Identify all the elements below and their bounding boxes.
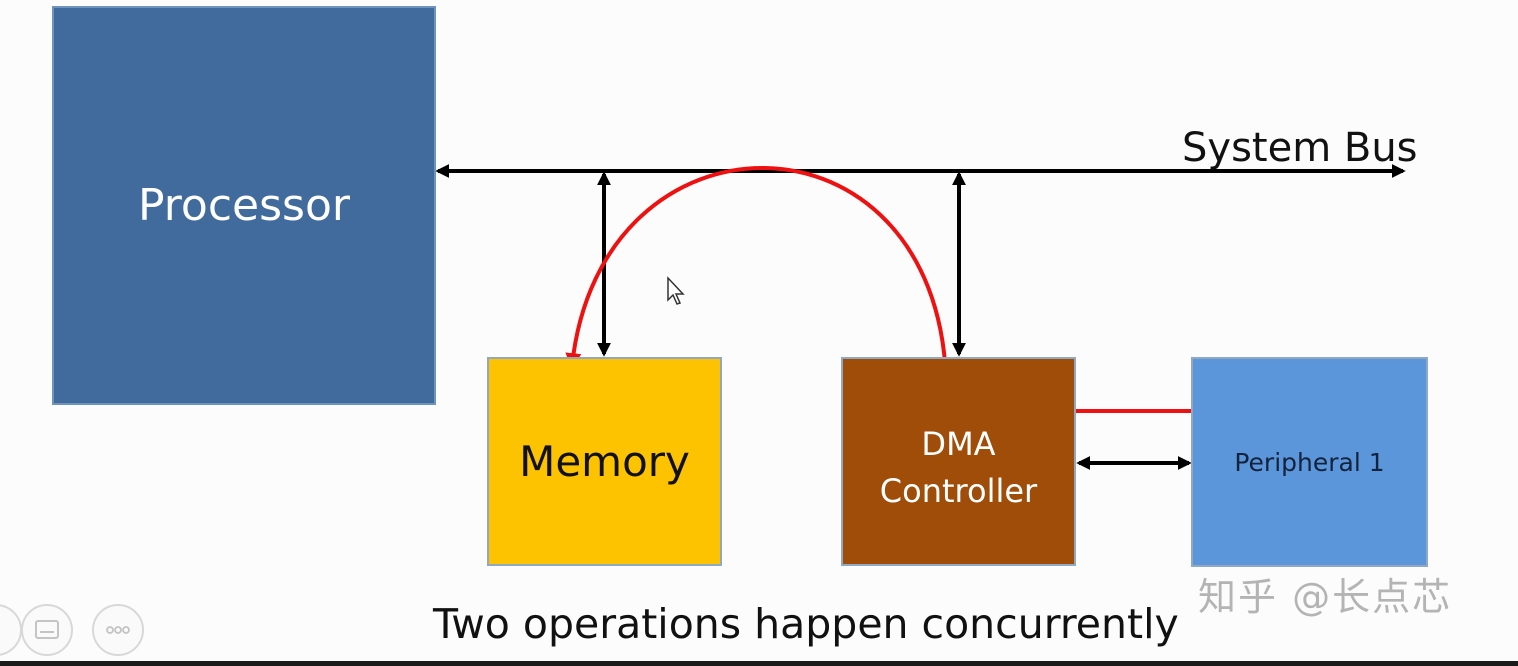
bottom-rule <box>0 661 1518 666</box>
system-bus-label: System Bus <box>1182 125 1418 171</box>
peripheral-label: Peripheral 1 <box>1234 447 1385 477</box>
dma-label-line1: DMA <box>921 425 996 464</box>
processor-block: Processor <box>52 6 436 405</box>
slide-caption: Two operations happen concurrently <box>433 600 1179 648</box>
mouse-pointer-icon <box>667 276 685 305</box>
dma-label-line2: Controller <box>879 471 1038 510</box>
memory-block: Memory <box>487 357 722 566</box>
dma-controller-block: DMA Controller <box>841 357 1076 566</box>
more-options-icon[interactable] <box>92 604 144 656</box>
memory-dma-transfer-arrow <box>565 166 954 382</box>
peripheral-block: Peripheral 1 <box>1191 357 1428 567</box>
subtitles-glyph <box>35 620 59 639</box>
previous-icon[interactable] <box>0 604 22 656</box>
more-options-glyph <box>106 626 130 634</box>
processor-label: Processor <box>138 180 350 231</box>
subtitles-icon[interactable] <box>21 604 73 656</box>
watermark: 知乎 @长点芯 <box>1198 575 1453 619</box>
memory-label: Memory <box>519 437 690 486</box>
